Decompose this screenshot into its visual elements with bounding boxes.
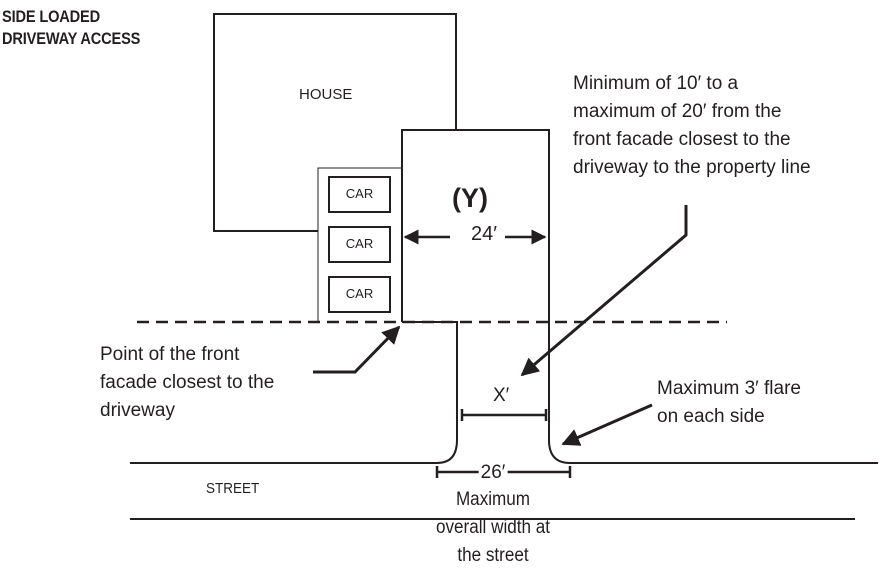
car-label: CAR [345,236,374,251]
note-line: maximum of 20′ from the [573,101,782,122]
note-line: front facade closest to the [573,129,791,150]
car-3 [328,276,391,313]
flare-note: Maximum 3′ flare on each side [657,375,801,431]
throat-width-label: X′ [493,385,510,406]
car-label: CAR [345,286,374,301]
title-line-2: DRIVEWAY ACCESS [2,29,141,48]
house-outline [213,13,457,232]
note-line: on each side [657,406,765,427]
garage-outline [317,167,402,322]
note-line: Maximum [455,489,531,510]
x-dimension [460,409,548,421]
note-line: the street [457,545,529,566]
facade-leader-arrow [313,325,401,374]
setback-note: Minimum of 10′ to a maximum of 20′ from … [573,70,811,182]
note-line: driveway [100,400,175,421]
street-label: STREET [206,480,260,497]
driveway-apron [401,129,550,322]
setback-leader-arrow [520,205,688,377]
facade-point-note: Point of the front facade closest to the… [100,341,274,425]
note-line: Point of the front [100,344,240,365]
note-line: Minimum of 10′ to a [573,73,739,94]
car-label: CAR [345,186,374,201]
flare-leader-arrow [561,403,653,446]
car-2 [328,226,391,263]
note-line: driveway to the property line [573,157,811,178]
title-line-1: SIDE LOADED [2,7,101,26]
driveway-width-label: 24′ [469,223,499,246]
driveway-left-edge [402,321,458,464]
max-width-note: Maximum overall width at the street [436,486,550,570]
note-line: overall width at [435,517,551,538]
house-label: HOUSE [299,86,353,103]
car-1 [328,176,391,213]
diagram-title: SIDE LOADED DRIVEWAY ACCESS [2,6,140,50]
note-line: facade closest to the [100,372,275,393]
driveway-right-edge [548,322,571,464]
driveway-zone-label: (Y) [452,183,488,213]
street-width-label: 26′ [478,462,508,484]
note-line: Maximum 3′ flare [657,378,801,399]
